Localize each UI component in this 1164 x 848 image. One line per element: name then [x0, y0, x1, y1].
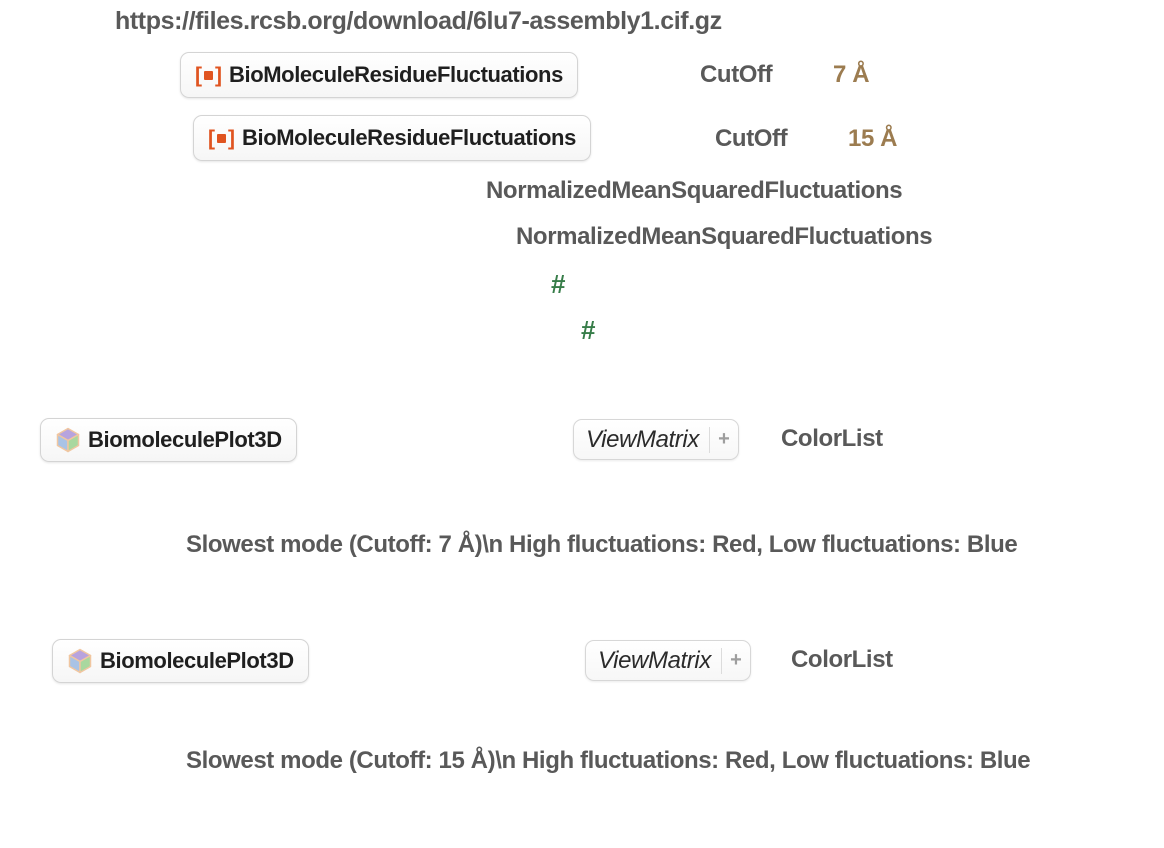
view-matrix-template-box[interactable]: ViewMatrix +	[573, 419, 739, 460]
resource-function-label: BioMoleculeResidueFluctuations	[229, 62, 563, 87]
plot-caption-string: Slowest mode (Cutoff: 15 Å)\n High fluct…	[186, 747, 1031, 774]
quantity-value: 7 Å	[833, 61, 870, 88]
plot-caption-string: Slowest mode (Cutoff: 7 Å)\n High fluctu…	[186, 531, 1018, 558]
plot-function-label: BiomoleculePlot3D	[88, 427, 282, 452]
resource-function-label: BioMoleculeResidueFluctuations	[242, 125, 576, 150]
property-string: NormalizedMeanSquaredFluctuations	[486, 177, 903, 204]
view-matrix-label: ViewMatrix	[586, 425, 699, 453]
view-matrix-label: ViewMatrix	[598, 646, 711, 674]
color-list-string: ColorList	[791, 646, 893, 673]
color-list-string: ColorList	[781, 425, 883, 452]
plus-button[interactable]: +	[720, 647, 750, 674]
plot-function-label: BiomoleculePlot3D	[100, 648, 294, 673]
resource-function-icon: []	[195, 63, 222, 87]
cube-3d-icon	[56, 427, 80, 453]
resource-function-icon: []	[208, 126, 235, 150]
biomolecule-plot3d-function-box[interactable]: BiomoleculePlot3D	[52, 639, 309, 683]
slot-symbol: #	[551, 269, 566, 299]
biomolecule-plot3d-function-box[interactable]: BiomoleculePlot3D	[40, 418, 297, 462]
plus-button[interactable]: +	[708, 426, 738, 453]
cube-3d-icon	[68, 648, 92, 674]
resource-function-box[interactable]: [] BioMoleculeResidueFluctuations	[180, 52, 578, 98]
slot-symbol: #	[581, 315, 596, 345]
url-string: https://files.rcsb.org/download/6lu7-ass…	[115, 7, 722, 35]
option-name-string: CutOff	[700, 61, 773, 88]
resource-function-box[interactable]: [] BioMoleculeResidueFluctuations	[193, 115, 591, 161]
option-name-string: CutOff	[715, 125, 788, 152]
quantity-value: 15 Å	[848, 125, 898, 152]
view-matrix-template-box[interactable]: ViewMatrix +	[585, 640, 751, 681]
property-string: NormalizedMeanSquaredFluctuations	[516, 223, 933, 250]
